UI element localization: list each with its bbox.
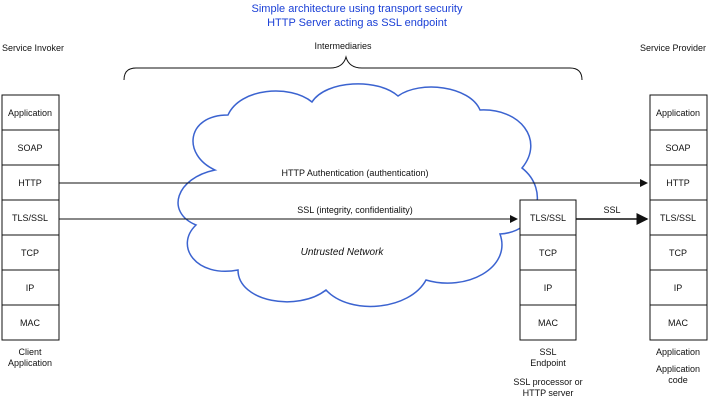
service-invoker-heading: Service Invoker	[2, 43, 64, 53]
invoker-layer-soap: SOAP	[17, 143, 42, 153]
ssl-label: SSL (integrity, confidentiality)	[297, 205, 413, 215]
provider-stack: Application SOAP HTTP TLS/SSL TCP IP MAC	[649, 94, 708, 341]
invoker-layer-tls-ssl: TLS/SSL	[12, 213, 48, 223]
provider-layer-tcp: TCP	[669, 248, 687, 258]
http-auth-label: HTTP Authentication (authentication)	[282, 168, 429, 178]
untrusted-network-cloud	[177, 83, 539, 308]
intermediaries-brace	[123, 55, 583, 81]
invoker-stack: Application SOAP HTTP TLS/SSL TCP IP MAC	[1, 94, 60, 341]
endpoint-subcaption-1: SSL processor or	[513, 377, 582, 387]
client-caption-1: Client	[18, 347, 42, 357]
provider-layer-soap: SOAP	[665, 143, 690, 153]
endpoint-subcaption-2: HTTP server	[523, 388, 574, 398]
endpoint-layer-tls-ssl: TLS/SSL	[530, 213, 566, 223]
provider-layer-ip: IP	[674, 283, 683, 293]
endpoint-layer-ip: IP	[544, 283, 553, 293]
endpoint-caption-2: Endpoint	[530, 358, 566, 368]
endpoint-caption-1: SSL	[539, 347, 556, 357]
invoker-layer-ip: IP	[26, 283, 35, 293]
invoker-layer-mac: MAC	[20, 318, 41, 328]
service-provider-heading: Service Provider	[640, 43, 706, 53]
invoker-layer-tcp: TCP	[21, 248, 39, 258]
intermediaries-label: Intermediaries	[314, 41, 372, 51]
title-line-1: Simple architecture using transport secu…	[252, 3, 463, 15]
provider-caption-2: Application	[656, 364, 700, 374]
provider-layer-tls-ssl: TLS/SSL	[660, 213, 696, 223]
ssl-endpoint-stack: TLS/SSL TCP IP MAC	[519, 199, 577, 341]
provider-layer-application: Application	[656, 108, 700, 118]
invoker-layer-http: HTTP	[18, 178, 42, 188]
endpoint-layer-tcp: TCP	[539, 248, 557, 258]
invoker-layer-application: Application	[8, 108, 52, 118]
provider-caption-1: Application	[656, 347, 700, 357]
ssl-short-label: SSL	[603, 205, 620, 215]
provider-caption-3: code	[668, 375, 688, 385]
client-caption-2: Application	[8, 358, 52, 368]
untrusted-network-label: Untrusted Network	[301, 247, 385, 258]
provider-layer-http: HTTP	[666, 178, 690, 188]
endpoint-layer-mac: MAC	[538, 318, 559, 328]
title-line-2: HTTP Server acting as SSL endpoint	[267, 17, 447, 29]
provider-layer-mac: MAC	[668, 318, 689, 328]
